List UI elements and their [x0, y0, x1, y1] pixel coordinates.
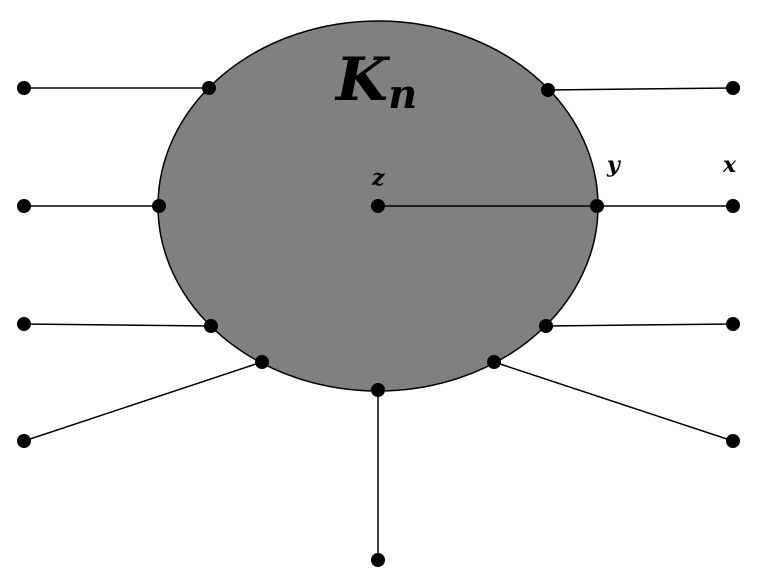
pendant-vertices	[17, 81, 740, 567]
vertex-y	[590, 199, 604, 213]
blob-vertices	[152, 81, 604, 397]
vertex-pendant-upper-right	[726, 81, 740, 95]
vertex-blob-bottom-right	[487, 355, 501, 369]
vertex-blob-upper-left	[202, 81, 216, 95]
pendant-edges	[23, 87, 734, 560]
vertex-blob-upper-right	[541, 83, 555, 97]
blob-label-main: K	[334, 45, 391, 115]
vertex-blob-bottom	[371, 383, 385, 397]
vertex-pendant-mid-left	[17, 199, 31, 213]
edge-bottom-left	[23, 361, 263, 442]
edge-lower-right	[545, 323, 734, 327]
vertex-pendant-bottom-right	[726, 434, 740, 448]
blob-label: Kn	[334, 45, 417, 118]
vertex-pendant-lower-right	[726, 317, 740, 331]
vertex-blob-bottom-left	[255, 355, 269, 369]
vertex-pendant-bottom	[371, 553, 385, 567]
edge-lower-left	[23, 323, 212, 327]
vertex-blob-lower-left	[204, 319, 218, 333]
vertex-z	[371, 199, 385, 213]
vertex-blob-lower-right	[539, 319, 553, 333]
edge-bottom-right	[493, 361, 734, 442]
vertex-y-label: y	[606, 152, 622, 178]
vertex-pendant-lower-left	[17, 317, 31, 331]
vertex-blob-mid-left	[152, 199, 166, 213]
vertex-z-label: z	[371, 165, 385, 191]
blob-label-subscript: n	[388, 71, 417, 118]
vertex-x-label: x	[722, 152, 737, 178]
edge-upper-right	[547, 87, 734, 91]
vertex-pendant-upper-left	[17, 81, 31, 95]
vertex-x	[726, 199, 740, 213]
vertex-pendant-bottom-left	[17, 434, 31, 448]
